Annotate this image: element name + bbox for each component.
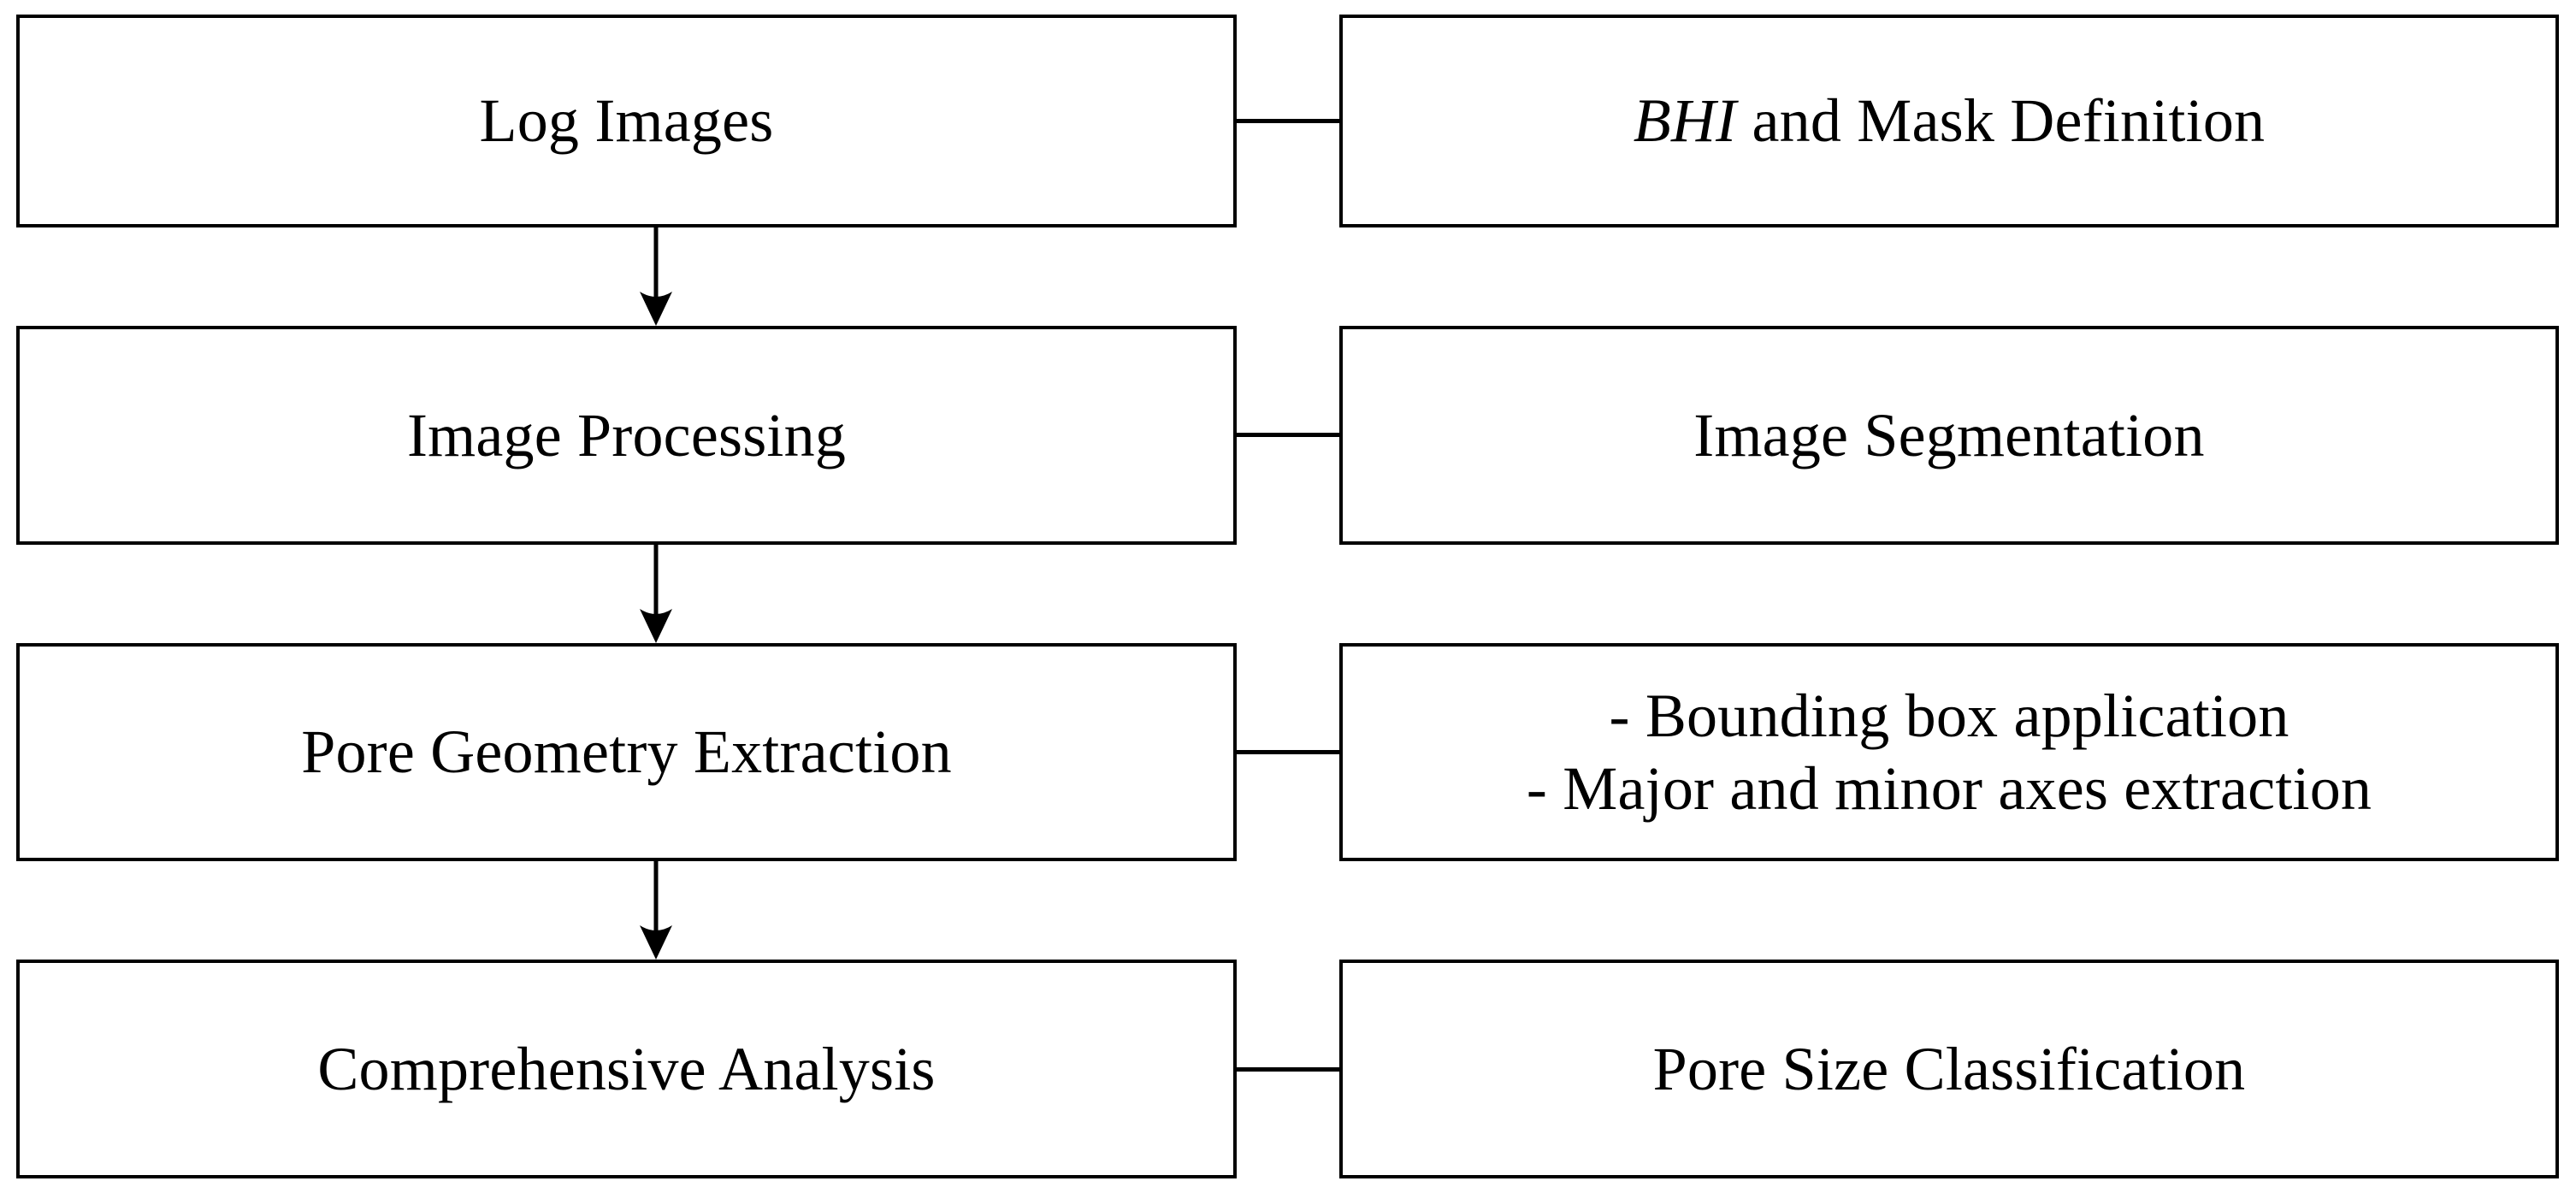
node-pore-size-classification-label: Pore Size Classification [1652, 1034, 2246, 1103]
node-pore-size-classification[interactable]: Pore Size Classification [1339, 960, 2559, 1178]
node-image-processing[interactable]: Image Processing [16, 326, 1237, 545]
node-log-images[interactable]: Log Images [16, 15, 1237, 227]
node-image-segmentation[interactable]: Image Segmentation [1339, 326, 2559, 545]
node-comprehensive-analysis[interactable]: Comprehensive Analysis [16, 960, 1237, 1178]
node-bhi-and-mask-definition[interactable]: BHI and Mask Definition [1339, 15, 2559, 227]
connector-log-images-to-bhi [1237, 119, 1341, 123]
node-pore-geometry-extraction-label: Pore Geometry Extraction [301, 718, 952, 787]
arrow-pore-geometry-extraction-to-comprehensive-analysis [622, 861, 690, 960]
arrow-image-processing-to-pore-geometry-extraction [622, 545, 690, 643]
connector-image-processing-to-segmentation [1237, 433, 1341, 437]
arrow-log-images-to-image-processing [622, 227, 690, 326]
node-comprehensive-analysis-label: Comprehensive Analysis [317, 1034, 936, 1103]
node-bhi-and-mask-definition-label: BHI and Mask Definition [1611, 85, 2287, 157]
node-image-processing-label: Image Processing [406, 400, 847, 470]
bhi-label-rest: and Mask Definition [1736, 86, 2266, 156]
bhi-italic-term: BHI [1633, 86, 1737, 156]
connector-comprehensive-analysis-to-pore-size-classification [1237, 1067, 1341, 1072]
node-pore-geometry-extraction[interactable]: Pore Geometry Extraction [16, 643, 1237, 861]
node-log-images-label: Log Images [479, 86, 774, 156]
node-pore-geometry-details-label: - Bounding box application - Major and m… [1526, 681, 2372, 823]
node-pore-geometry-details[interactable]: - Bounding box application - Major and m… [1339, 643, 2559, 861]
node-image-segmentation-label: Image Segmentation [1693, 400, 2205, 470]
connector-pore-geometry-to-details [1237, 750, 1341, 754]
